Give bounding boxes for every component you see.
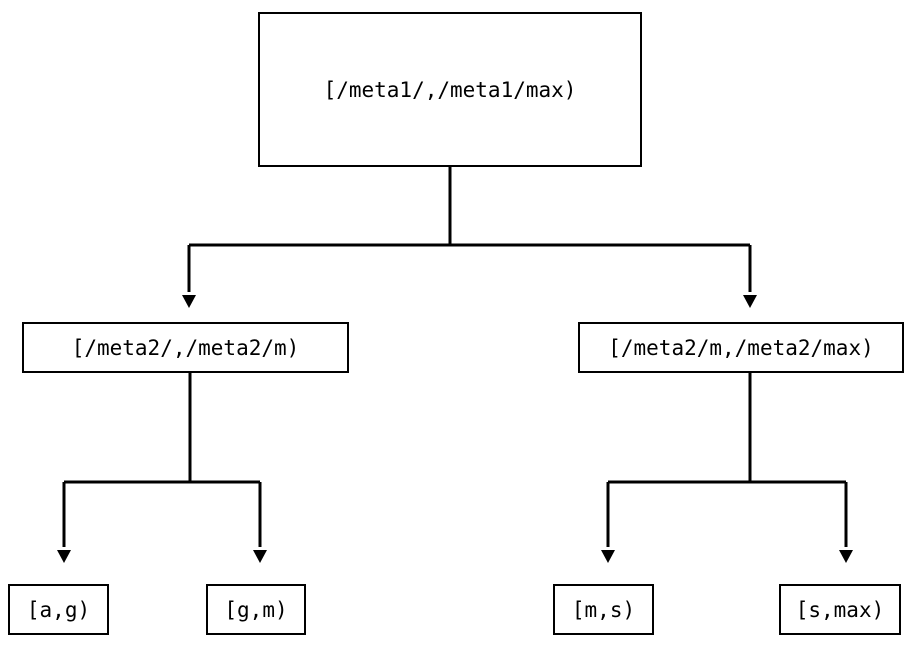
arrowhead-root-to-mid-left: [182, 295, 196, 308]
arrowhead-root-to-mid-right: [743, 295, 757, 308]
node-mid-right[interactable]: [/meta2/m,/meta2/max): [578, 322, 904, 373]
node-leaf-gm[interactable]: [g,m): [206, 584, 306, 635]
arrowhead-mid-right-to-leaf-smax: [839, 550, 853, 563]
arrowhead-mid-right-to-leaf-ms: [601, 550, 615, 563]
arrowhead-mid-left-to-leaf-ag: [57, 550, 71, 563]
node-leaf-ms[interactable]: [m,s): [553, 584, 654, 635]
node-mid-left[interactable]: [/meta2/,/meta2/m): [22, 322, 349, 373]
node-leaf-smax[interactable]: [s,max): [779, 584, 901, 635]
arrowhead-mid-left-to-leaf-gm: [253, 550, 267, 563]
node-root[interactable]: [/meta1/,/meta1/max): [258, 12, 642, 167]
node-leaf-ag[interactable]: [a,g): [8, 584, 109, 635]
